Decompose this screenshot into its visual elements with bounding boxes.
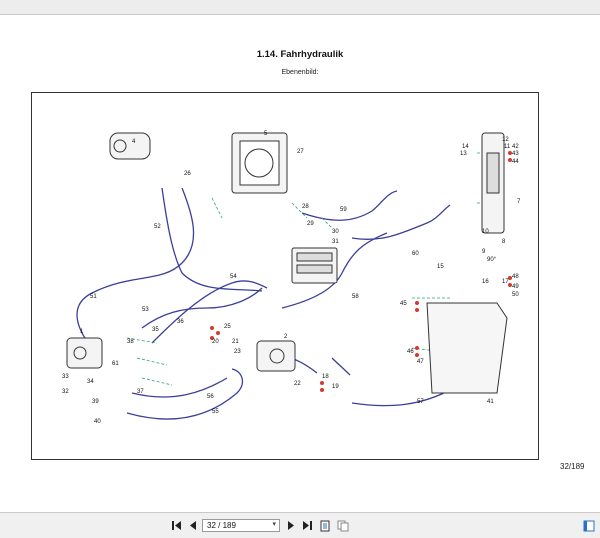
hose-53: [141, 287, 263, 329]
viewer-toolbar: 32 / 189 ▾: [0, 512, 600, 538]
part-number-label: 30: [332, 229, 339, 235]
part-number-label: 20: [212, 339, 219, 345]
part-number-label: 41: [487, 399, 494, 405]
part-number-label: 52: [154, 224, 161, 230]
part-number-label: 31: [332, 239, 339, 245]
part-number-label: 39: [92, 399, 99, 405]
part-number-label: 59: [340, 207, 347, 213]
hose-55: [126, 368, 244, 420]
part-number-label: 14: [462, 144, 469, 150]
part-number-label: 48: [512, 274, 519, 280]
part-number-label: 38: [127, 339, 134, 345]
part-number-label: 37: [137, 389, 144, 395]
section-subtitle: Ebenenbild:: [281, 69, 319, 76]
part-number-label: 27: [297, 149, 304, 155]
last-page-button[interactable]: [300, 519, 314, 532]
part-number-label: 28: [302, 204, 309, 210]
chevron-down-icon: ▾: [272, 521, 276, 528]
hydraulic-tank: [426, 302, 508, 394]
part-number-label: 5: [264, 131, 268, 137]
single-page-icon: [320, 520, 330, 531]
part-number-label: 55: [212, 409, 219, 415]
part-number-label: 57: [417, 399, 424, 405]
part-number-label: 56: [207, 394, 214, 400]
part-number-label: 7: [517, 199, 521, 205]
part-number-label: 46: [407, 349, 414, 355]
previous-page-button[interactable]: [186, 519, 200, 532]
part-number-label: 34: [87, 379, 94, 385]
part-number-label: 12: [502, 137, 509, 143]
part-number-label: 19: [332, 384, 339, 390]
next-page-button[interactable]: [284, 519, 298, 532]
page-selector-value: 32 / 189: [207, 521, 236, 530]
part-number-label: 32: [62, 389, 69, 395]
part-number-label: 8: [502, 239, 506, 245]
part-number-label: 51: [90, 294, 97, 300]
sidebar-icon: [583, 520, 595, 531]
part-number-label: 49: [512, 284, 519, 290]
part-number-label: 1: [80, 329, 84, 335]
two-page-view-button[interactable]: [336, 519, 350, 532]
section-title: 1.14. Fahrhydraulik: [256, 49, 344, 60]
part-number-label: 2: [284, 334, 288, 340]
part-number-label: 40: [94, 419, 101, 425]
hose-52: [161, 187, 263, 292]
previous-page-icon: [190, 521, 196, 530]
part-number-label: 11: [504, 144, 511, 150]
part-number-label: 18: [322, 374, 329, 380]
last-page-icon: [303, 521, 312, 530]
part-number-label: 25: [224, 324, 231, 330]
part-number-label: 43: [512, 151, 519, 157]
part-number-label: 4: [132, 139, 136, 145]
page-number: 32/189: [560, 462, 585, 471]
part-number-label: 21: [232, 339, 239, 345]
part-number-label: 58: [352, 294, 359, 300]
single-page-view-button[interactable]: [318, 519, 332, 532]
part-number-label: 33: [62, 374, 69, 380]
part-number-label: 50: [512, 292, 519, 298]
part-number-label: 17: [502, 279, 509, 285]
part-number-label: 23: [234, 349, 241, 355]
hose-56: [131, 377, 228, 398]
two-page-icon: [337, 520, 349, 531]
part-number-label: 54: [230, 274, 237, 280]
first-page-icon: [172, 521, 181, 530]
part-number-label: 29: [307, 221, 314, 227]
part-number-label: 15: [437, 264, 444, 270]
part-number-label: 13: [460, 151, 467, 157]
part-number-label: 53: [142, 307, 149, 313]
hose-18: [331, 357, 351, 376]
hose-51: [76, 187, 195, 349]
hose-54: [151, 280, 268, 344]
part-number-label: 42: [512, 144, 519, 150]
part-number-label: 35: [152, 327, 159, 333]
page-selector[interactable]: 32 / 189 ▾: [202, 519, 280, 532]
hose-60: [351, 204, 451, 240]
hose-59: [301, 190, 398, 221]
part-number-label: 26: [184, 171, 191, 177]
next-page-icon: [288, 521, 294, 530]
window-top-bar: [0, 0, 600, 15]
sidebar-toggle-button[interactable]: [582, 519, 596, 532]
part-number-label: 45: [400, 301, 407, 307]
part-number-label: 22: [294, 381, 301, 387]
part-number-label: 47: [417, 359, 424, 365]
part-number-label: 10: [482, 229, 489, 235]
part-number-label: 60: [412, 251, 419, 257]
part-number-label: 36: [177, 319, 184, 325]
part-number-label: 16: [482, 279, 489, 285]
part-number-label: 90°: [487, 257, 497, 263]
hose-58: [281, 232, 388, 309]
first-page-button[interactable]: [170, 519, 184, 532]
part-number-label: 61: [112, 361, 119, 367]
part-number-label: 44: [512, 159, 519, 165]
part-number-label: 9: [482, 249, 486, 255]
